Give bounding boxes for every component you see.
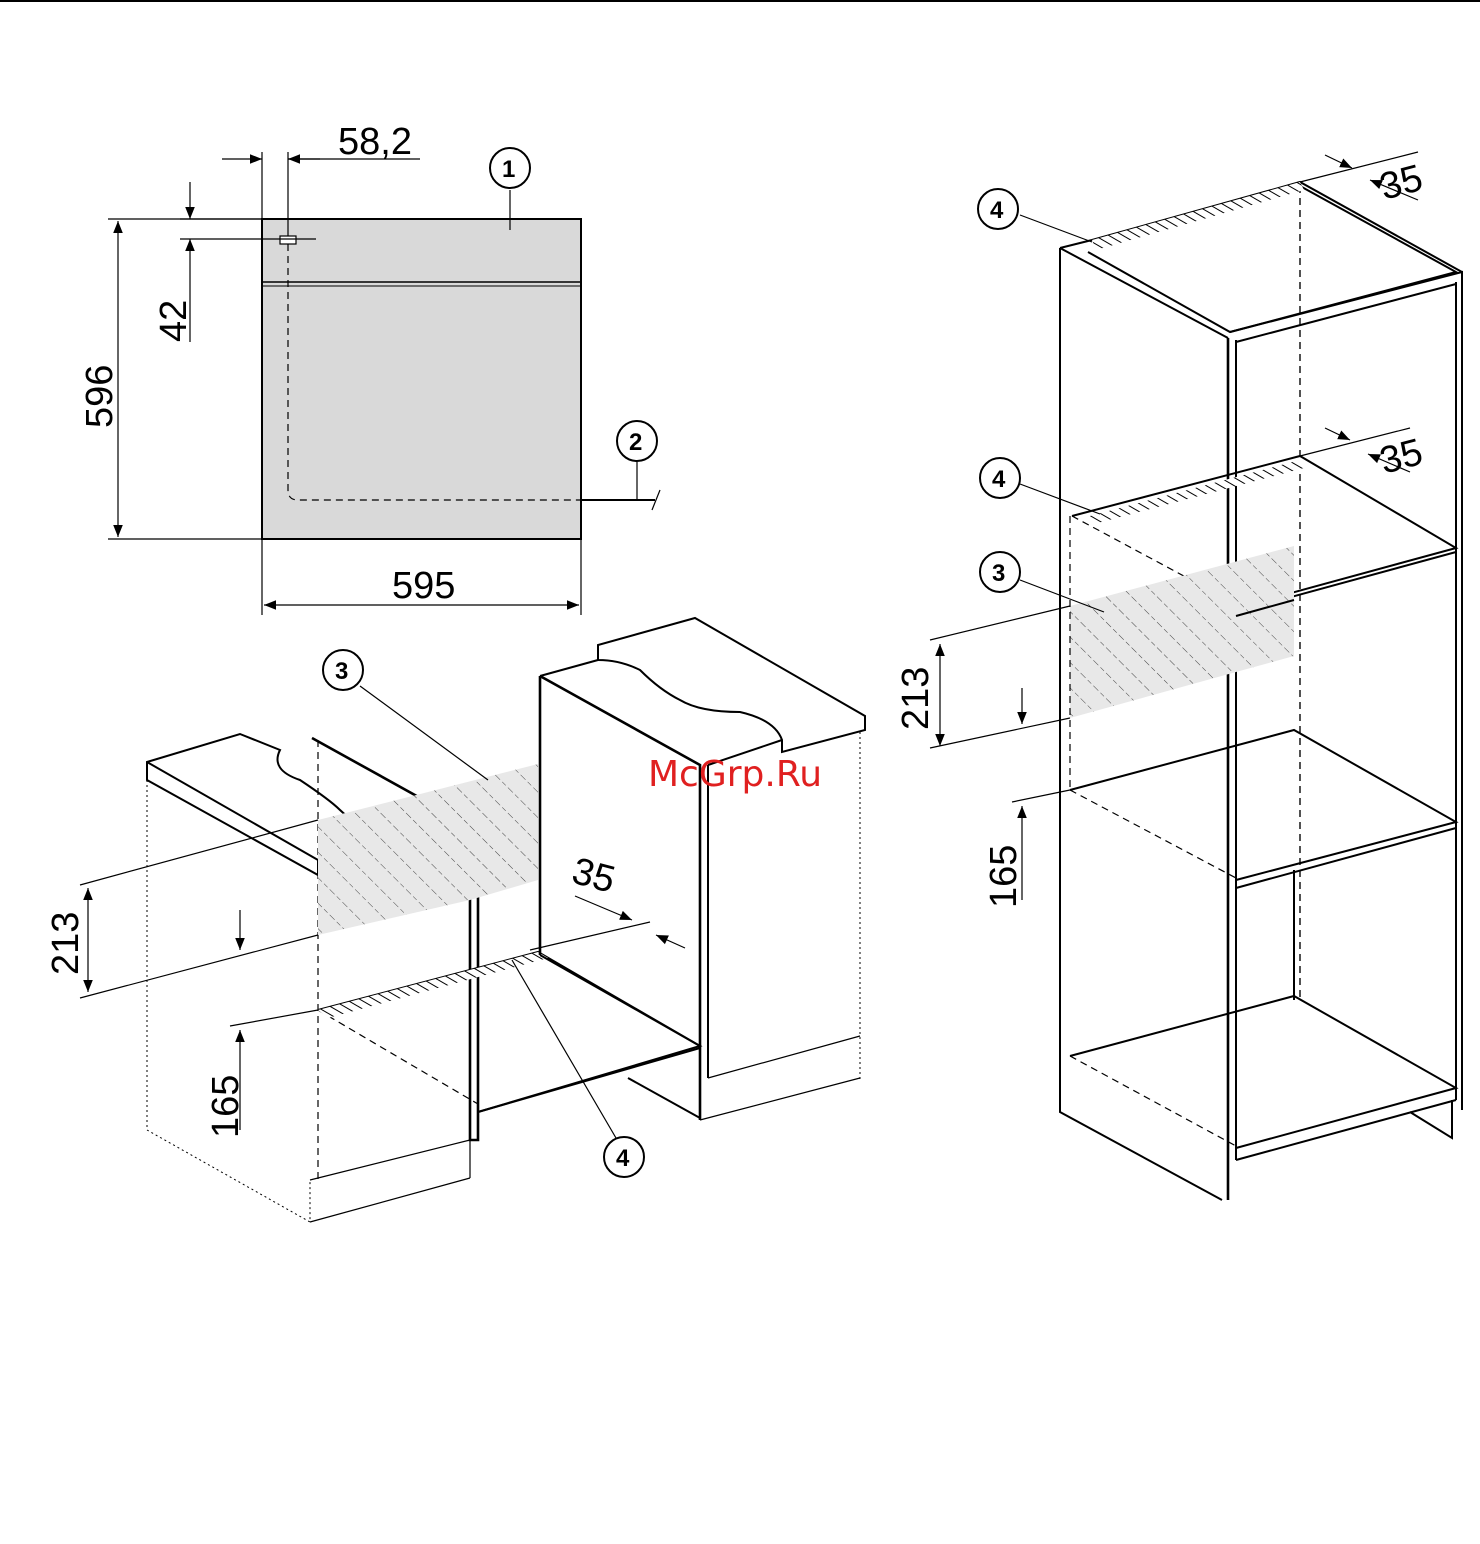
tall-top-inner	[1088, 186, 1456, 332]
callout-4-left-leader	[512, 960, 616, 1138]
right-cab-bottom-line	[540, 955, 700, 1046]
dim-vent-left: 213	[45, 912, 87, 975]
floor-front-edge	[478, 1048, 700, 1112]
vent-area-left	[318, 764, 538, 935]
tall-front-right	[1230, 272, 1462, 1110]
cable-outlet	[280, 236, 296, 244]
ext-165-right	[1012, 790, 1070, 802]
under-counter-installation: 213 165 35 3 4	[45, 618, 865, 1222]
left-cabinet-base	[310, 1178, 470, 1222]
left-cabinet-plinth	[310, 1140, 470, 1180]
callout-1-label: 1	[502, 156, 515, 183]
tall-top-rear-gap	[1092, 182, 1304, 250]
floor-shelf	[318, 952, 700, 1112]
ext-35-left	[530, 922, 650, 950]
dim-width: 595	[392, 565, 455, 607]
vent-area-right	[1070, 546, 1294, 718]
callout-4-left-label: 4	[616, 1145, 630, 1172]
right-cab-base	[700, 1078, 860, 1120]
dim-vent-right: 213	[895, 667, 937, 730]
dim-arrow-35-top-a	[1325, 155, 1352, 168]
right-cab-plinth	[708, 1036, 860, 1078]
tall-plinth-right	[1410, 1100, 1452, 1138]
callout-3-left-label: 3	[335, 658, 348, 685]
dim-arrow-35-left-b	[656, 935, 685, 948]
callout-3-right-leader	[1020, 580, 1104, 612]
callout-4-mid-label: 4	[992, 466, 1006, 493]
appliance-front-view: 58,2 42 596 595 1 2	[79, 121, 660, 615]
tall-cabinet-installation: 35 35 213 165 4 4 3	[895, 152, 1462, 1200]
tall-shelf-lower-hidden	[1070, 790, 1236, 878]
callout-3-right-label: 3	[992, 560, 1005, 587]
callout-4-top-leader	[1020, 215, 1092, 242]
tall-bottom-shelf	[1070, 996, 1456, 1148]
tall-bottom-hidden	[1070, 1056, 1236, 1146]
tall-mid-rear-gap	[1090, 460, 1304, 524]
callout-4-top-label: 4	[990, 197, 1004, 224]
floor-hidden-edge	[318, 1010, 478, 1104]
dim-offset-y: 42	[153, 300, 195, 342]
appliance-body	[262, 219, 581, 539]
tall-shelf-lower	[1070, 730, 1456, 880]
ext-213-r-bottom	[930, 718, 1070, 748]
tall-bottom-front	[1236, 1100, 1456, 1160]
right-plinth-line	[628, 1078, 700, 1118]
dim-gap-tall-top: 35	[1375, 157, 1427, 209]
callout-2-label: 2	[629, 429, 642, 456]
dim-gap-tall-mid: 35	[1375, 431, 1427, 483]
tall-top-rail	[1236, 284, 1456, 342]
dim-gap-left: 35	[568, 850, 620, 902]
ext-213-r-top	[930, 606, 1070, 640]
ext-213-bottom	[80, 935, 318, 998]
tall-top-left-edge	[1060, 248, 1228, 338]
ext-165-left	[230, 1010, 318, 1026]
dim-floor-right: 165	[983, 845, 1025, 908]
dim-offset-x: 58,2	[338, 121, 412, 163]
callout-3-left-leader	[360, 686, 488, 780]
right-worktop-back	[540, 660, 598, 676]
dim-floor-left: 165	[205, 1075, 247, 1138]
tall-shelf-lower-front	[1236, 828, 1456, 888]
tall-left-side	[1060, 248, 1222, 1200]
dim-arrow-35-mid-a	[1325, 428, 1350, 440]
watermark: McGrp.Ru	[648, 754, 822, 795]
dim-height: 596	[79, 365, 121, 428]
